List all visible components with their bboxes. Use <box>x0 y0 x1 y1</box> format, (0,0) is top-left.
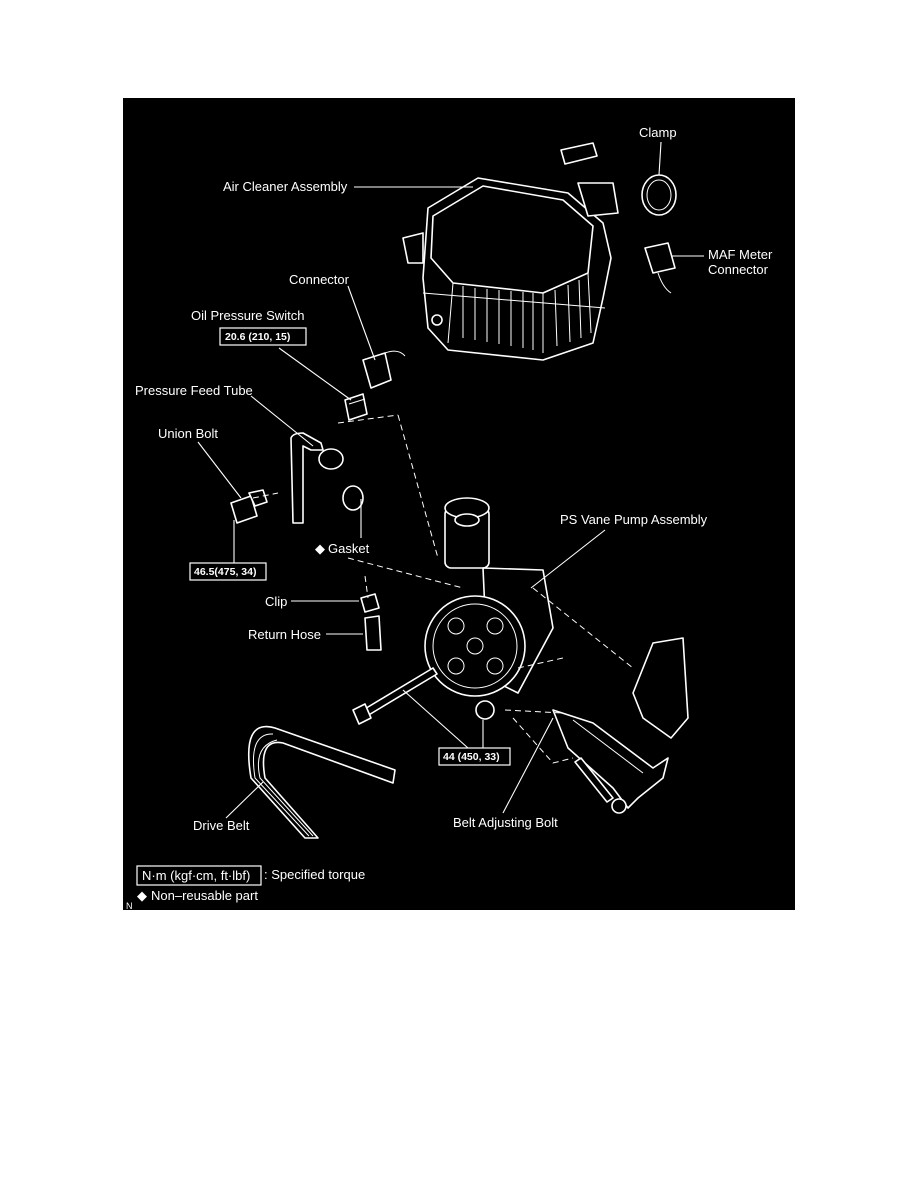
label-union-bolt: Union Bolt <box>158 426 218 441</box>
label-clamp: Clamp <box>639 125 677 140</box>
pressure-feed-tube-part <box>290 432 364 524</box>
label-pressure-feed-tube: Pressure Feed Tube <box>135 383 253 398</box>
non-reusable-marker-gasket: ◆ <box>315 541 325 556</box>
clamp-part <box>641 174 677 216</box>
diagram-canvas: Clamp Air Cleaner Assembly MAF Meter Con… <box>126 125 773 910</box>
label-drive-belt: Drive Belt <box>193 818 250 833</box>
bracket-part <box>552 637 689 809</box>
drive-belt-part <box>247 725 396 839</box>
clip-part <box>360 593 380 613</box>
label-connector: Connector <box>289 272 350 287</box>
union-bolt-part <box>230 489 268 524</box>
label-maf-connector: Connector <box>708 262 769 277</box>
torque-pump-bolt: 44 (450, 33) <box>443 751 500 763</box>
leader-lines <box>197 141 704 819</box>
connector-part <box>362 350 406 389</box>
label-air-cleaner-assembly: Air Cleaner Assembly <box>223 179 348 194</box>
legend: N·m (kgf·cm, ft·lbf) : Specified torque … <box>126 865 365 910</box>
label-gasket: Gasket <box>328 541 370 556</box>
exploded-view-diagram: Clamp Air Cleaner Assembly MAF Meter Con… <box>123 98 795 910</box>
alignment-dashed-lines <box>252 414 634 764</box>
legend-non-reusable-text: Non–reusable part <box>151 888 258 903</box>
return-hose-part <box>364 615 382 651</box>
torque-box-oil-pressure-switch: 20.6 (210, 15) <box>219 327 307 346</box>
torque-box-union-bolt: 46.5(475, 34) <box>189 562 267 581</box>
oil-pressure-switch-part <box>344 393 368 421</box>
legend-non-reusable-symbol: ◆ <box>137 888 147 903</box>
torque-box-pump-bolt: 44 (450, 33) <box>438 747 511 766</box>
label-ps-vane-pump-assembly: PS Vane Pump Assembly <box>560 512 708 527</box>
label-oil-pressure-switch: Oil Pressure Switch <box>191 308 304 323</box>
label-maf-meter: MAF Meter <box>708 247 773 262</box>
belt-adjusting-bolt-part <box>574 757 627 814</box>
pump-bolt-part <box>352 667 438 725</box>
ps-vane-pump-part <box>424 497 554 697</box>
corner-mark: N <box>126 901 133 910</box>
label-belt-adjusting-bolt: Belt Adjusting Bolt <box>453 815 558 830</box>
maf-meter-connector-part <box>644 242 676 294</box>
torque-oil-pressure-switch: 20.6 (210, 15) <box>225 331 290 343</box>
label-clip: Clip <box>265 594 287 609</box>
pump-nut-part <box>475 700 495 720</box>
label-return-hose: Return Hose <box>248 627 321 642</box>
torque-union-bolt: 46.5(475, 34) <box>194 566 256 578</box>
legend-torque-meaning: : Specified torque <box>264 867 365 882</box>
legend-torque-units: N·m (kgf·cm, ft·lbf) <box>142 868 250 883</box>
air-cleaner-assembly <box>402 142 619 361</box>
